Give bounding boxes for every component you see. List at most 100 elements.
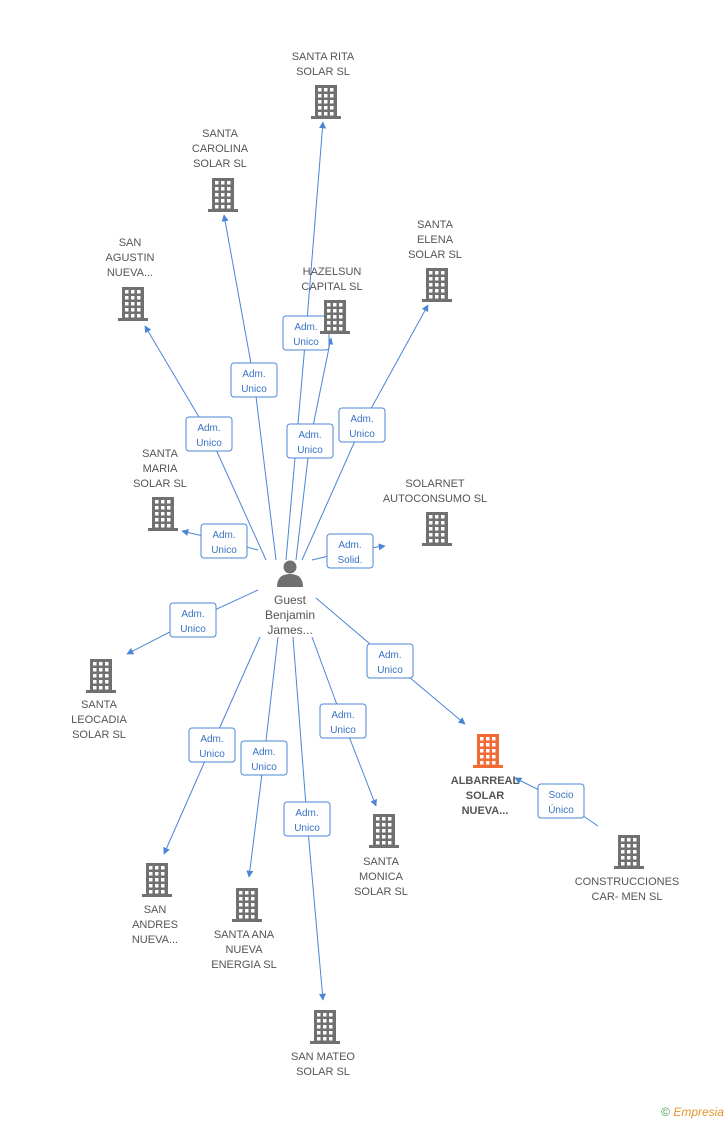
edge-label-text: Solid. — [337, 555, 362, 566]
edge-label-guest-hazelsun[interactable]: Adm.Unico — [286, 423, 334, 459]
edge-label-guest-san-andres[interactable]: Adm.Unico — [188, 727, 236, 763]
node-label: MONICA — [359, 871, 404, 883]
node-label: CAROLINA — [192, 143, 249, 155]
building-icon — [320, 300, 350, 334]
edge-label-text: Adm. — [252, 747, 275, 758]
node-label: NUEVA... — [132, 934, 178, 946]
edge-label-guest-santa-maria[interactable]: Adm. Unico — [200, 523, 248, 559]
edge-labels-layer: Adm.UnicoAdm.UnicoAdm.UnicoAdm.UnicoAdm.… — [169, 315, 585, 837]
building-icon — [86, 659, 116, 693]
edge-label-guest-solarnet[interactable]: Adm. Solid. — [326, 533, 374, 569]
person-label: Benjamin — [265, 608, 315, 622]
node-label: NUEVA... — [107, 267, 153, 279]
node-label: SAN MATEO — [291, 1051, 355, 1063]
edge-label-text: Adm. — [181, 609, 204, 620]
node-label: SANTA — [417, 219, 454, 231]
edge-label-guest-santa-monica[interactable]: Adm.Unico — [319, 703, 367, 739]
node-albarreal[interactable]: ALBARREALSOLARNUEVA... — [451, 734, 520, 817]
edge-label-guest-santa-carolina[interactable]: Adm.Unico — [230, 362, 278, 398]
edge-label-text: Adm. — [338, 540, 361, 551]
edge-label-guest-santa-leocadia[interactable]: Adm. Unico — [169, 602, 217, 638]
node-santa-elena[interactable]: SANTA ELENA SOLAR SL — [408, 219, 462, 302]
node-santa-carolina[interactable]: SANTA CAROLINA SOLAR SL — [192, 128, 249, 212]
edge-label-text: Adm. — [212, 530, 235, 541]
building-icon — [118, 287, 148, 321]
node-label: SANTA — [81, 699, 118, 711]
edge-label-box — [169, 602, 217, 638]
node-label: SOLAR SL — [296, 1066, 350, 1078]
node-san-mateo[interactable]: SAN MATEO SOLAR SL — [291, 1010, 355, 1078]
edge-label-text: Único — [548, 803, 574, 816]
node-label: SOLAR SL — [354, 886, 408, 898]
edge-label-text: Adm. — [294, 322, 317, 333]
node-label: SOLAR SL — [193, 158, 247, 170]
node-san-andres[interactable]: SAN ANDRES NUEVA... — [132, 863, 178, 946]
node-label: ANDRES — [132, 919, 178, 931]
node-label: SANTA — [202, 128, 239, 140]
person-label: James... — [267, 623, 312, 637]
edge-label-box — [230, 362, 278, 398]
node-label: SANTA — [142, 448, 179, 460]
edge-label-text: Unico — [297, 445, 323, 456]
edge-label-text: Adm. — [200, 734, 223, 745]
edge-label-box — [366, 643, 414, 679]
node-label: CAPITAL SL — [301, 281, 362, 293]
node-label: SOLARNET — [405, 478, 465, 490]
edge-label-text: Unico — [211, 545, 237, 556]
node-label: SANTA ANA — [214, 929, 275, 941]
node-label: SAN — [119, 237, 142, 249]
edge-label-box — [338, 407, 386, 443]
node-hazelsun[interactable]: HAZELSUN CAPITAL SL — [301, 266, 363, 334]
brand-name[interactable]: Empresia — [673, 1105, 724, 1119]
node-label: CONSTRUCCIONES — [575, 876, 680, 888]
edge-label-text: Unico — [180, 624, 206, 635]
edge-label-guest-santa-elena[interactable]: Adm. Unico — [338, 407, 386, 443]
edge-label-box — [537, 783, 585, 819]
building-icon — [614, 835, 644, 869]
node-san-agustin[interactable]: SANAGUSTINNUEVA... — [106, 237, 155, 321]
edge-label-box — [185, 416, 233, 452]
edge-label-guest-san-mateo[interactable]: Adm.Unico — [283, 801, 331, 837]
copyright-symbol: © — [661, 1105, 670, 1119]
edge-label-text: Unico — [196, 438, 222, 449]
node-label: SOLAR — [466, 790, 505, 802]
node-label: NUEVA... — [462, 805, 509, 817]
node-label: HAZELSUN — [303, 266, 362, 278]
edge-label-text: Adm. — [378, 650, 401, 661]
node-label: AUTOCONSUMO SL — [383, 493, 487, 505]
edge-label-text: Unico — [377, 665, 403, 676]
edge-label-box — [188, 727, 236, 763]
building-icon — [310, 1010, 340, 1044]
edge-label-guest-santa-ana[interactable]: Adm.Unico — [240, 740, 288, 776]
person-icon — [277, 560, 303, 587]
edge-label-guest-san-agustin[interactable]: Adm.Unico — [185, 416, 233, 452]
building-icon — [422, 268, 452, 302]
edge-label-text: Adm. — [350, 414, 373, 425]
building-icon — [148, 497, 178, 531]
node-label: SOLAR SL — [408, 249, 462, 261]
edge-label-text: Unico — [330, 725, 356, 736]
node-solarnet[interactable]: SOLARNET AUTOCONSUMO SL — [383, 478, 487, 546]
edge-label-text: Unico — [349, 429, 375, 440]
building-icon — [422, 512, 452, 546]
edge-label-box — [240, 740, 288, 776]
node-label: ELENA — [417, 234, 454, 246]
building-icon — [208, 178, 238, 212]
brand-footer: © Empresia — [661, 1105, 724, 1119]
node-guest[interactable]: GuestBenjaminJames... — [265, 560, 315, 638]
node-label: MARIA — [143, 463, 179, 475]
edge-label-guest-albarreal[interactable]: Adm. Unico — [366, 643, 414, 679]
node-label: SAN — [144, 904, 167, 916]
edge-label-text: Unico — [294, 823, 320, 834]
edge-label-box — [286, 423, 334, 459]
edge-label-text: Unico — [241, 384, 267, 395]
